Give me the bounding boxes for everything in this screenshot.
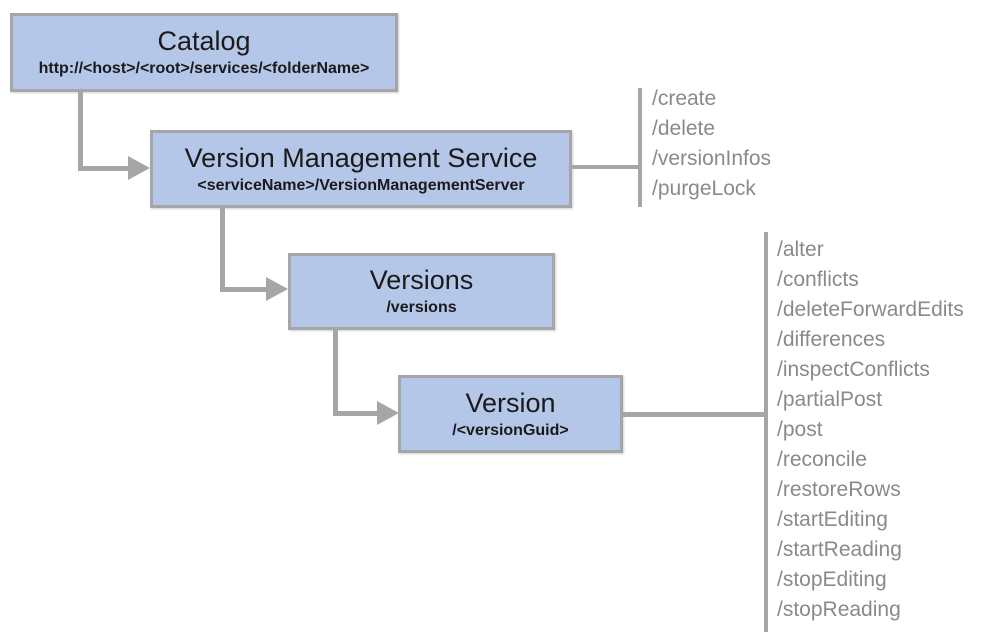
operation-item: /stopReading bbox=[777, 598, 901, 621]
vms-operations-list: /create/delete/versionInfos/purgeLock bbox=[652, 84, 771, 204]
connector-versions-to-version-vertical bbox=[333, 328, 338, 416]
bracket-vms-operations-bar bbox=[638, 88, 642, 207]
node-version: Version /<versionGuid> bbox=[398, 375, 623, 453]
node-versions: Versions /versions bbox=[288, 253, 555, 330]
bracket-version-operations-bar bbox=[764, 232, 768, 632]
node-versions-title: Versions bbox=[369, 265, 474, 296]
operation-item: /inspectConflicts bbox=[777, 358, 930, 381]
connector-versions-to-version-horizontal bbox=[333, 411, 377, 416]
connector-vms-to-versions-vertical bbox=[220, 206, 225, 292]
arrowhead-into-version-icon bbox=[377, 401, 399, 425]
bracket-version-operations-horizontal bbox=[621, 412, 766, 417]
operation-item: /startEditing bbox=[777, 508, 888, 531]
operation-item: /startReading bbox=[777, 538, 902, 561]
connector-catalog-to-vms-vertical bbox=[78, 90, 83, 171]
node-version-url: /<versionGuid> bbox=[452, 421, 569, 439]
operation-item: /alter bbox=[777, 238, 824, 261]
node-catalog-title: Catalog bbox=[157, 26, 251, 57]
node-versions-url: /versions bbox=[386, 299, 457, 317]
operation-item: /restoreRows bbox=[777, 478, 901, 501]
operation-item: /delete bbox=[652, 117, 716, 140]
node-version-management-service: Version Management Service <serviceName>… bbox=[150, 130, 572, 208]
node-catalog-url: http://<host>/<root>/services/<folderNam… bbox=[38, 60, 370, 78]
connector-catalog-to-vms-horizontal bbox=[78, 166, 129, 171]
operation-item: /differences bbox=[777, 328, 886, 351]
operation-item: /conflicts bbox=[777, 268, 859, 291]
node-vms-url: <serviceName>/VersionManagementServer bbox=[197, 176, 525, 194]
operation-item: /purgeLock bbox=[652, 177, 756, 200]
operation-item: /create bbox=[652, 87, 717, 110]
arrowhead-into-versions-icon bbox=[266, 277, 288, 301]
operation-item: /partialPost bbox=[777, 388, 883, 411]
node-version-title: Version bbox=[465, 387, 556, 418]
operation-item: /deleteForwardEdits bbox=[777, 298, 964, 321]
operation-item: /stopEditing bbox=[777, 568, 887, 591]
connector-vms-to-versions-horizontal bbox=[220, 287, 267, 292]
operation-item: /versionInfos bbox=[652, 147, 772, 170]
operation-item: /reconcile bbox=[777, 448, 867, 471]
version-operations-list: /alter/conflicts/deleteForwardEdits/diff… bbox=[777, 235, 964, 625]
bracket-vms-operations-horizontal bbox=[570, 165, 640, 169]
node-vms-title: Version Management Service bbox=[184, 142, 538, 173]
arrowhead-into-vms-icon bbox=[128, 156, 150, 180]
operation-item: /post bbox=[777, 418, 823, 441]
node-catalog: Catalog http://<host>/<root>/services/<f… bbox=[10, 13, 398, 92]
